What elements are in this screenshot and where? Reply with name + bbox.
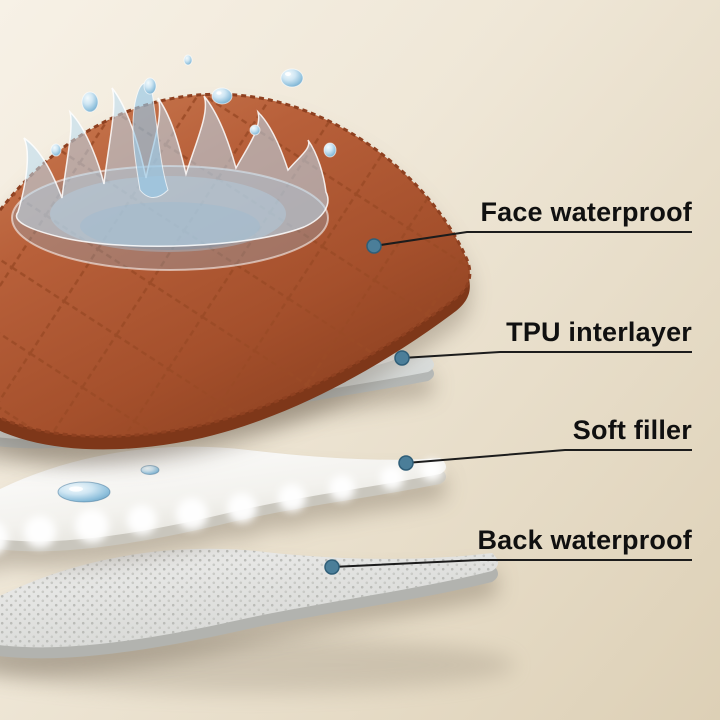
callout-line-back (331, 559, 692, 568)
label-back-waterproof: Back waterproof (477, 525, 692, 555)
water-splash (11, 54, 337, 271)
callout-dot-filler (398, 455, 414, 471)
callout-line-tpu (401, 351, 692, 359)
water-drop-on-filler (57, 465, 160, 503)
fluff-texture (0, 459, 443, 553)
callout-line-face (373, 231, 692, 247)
callout-line-filler (405, 449, 692, 464)
label-face-waterproof: Face waterproof (480, 197, 692, 227)
callout-dot-face (366, 238, 382, 254)
callouts (331, 231, 692, 568)
callout-dot-tpu (394, 350, 410, 366)
layer-back-waterproof (0, 548, 498, 659)
layer-soft-filler (0, 446, 446, 553)
callout-dots (324, 238, 414, 575)
splash-droplets (50, 54, 337, 158)
callout-dot-back (324, 559, 340, 575)
splash-crown (15, 87, 329, 247)
label-tpu-interlayer: TPU interlayer (506, 317, 692, 347)
label-soft-filler: Soft filler (572, 415, 692, 445)
